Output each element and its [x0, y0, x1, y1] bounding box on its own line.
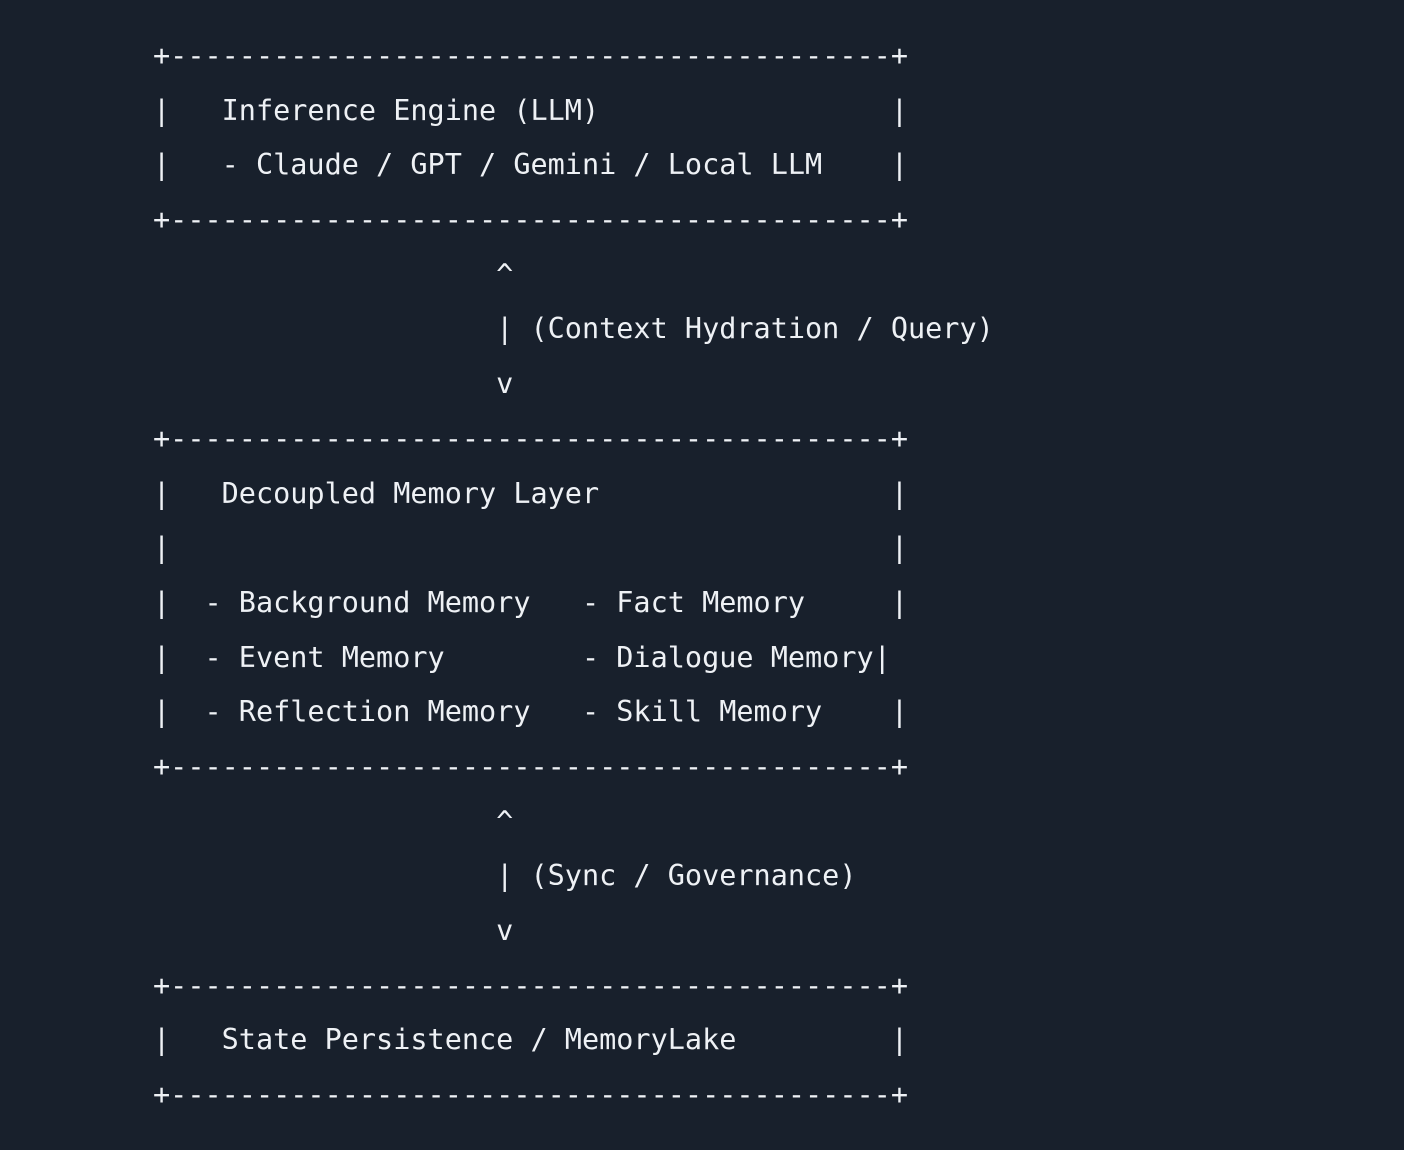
memory-layer-title: | Decoupled Memory Layer |	[153, 476, 908, 510]
memory-types-row-1: | - Background Memory - Fact Memory |	[153, 585, 908, 619]
arrow-down-head: v	[153, 914, 514, 947]
context-hydration-connector: | (Context Hydration / Query)	[153, 312, 994, 346]
box-bottom-border: +---------------------------------------…	[153, 749, 908, 783]
box-bottom-border: +---------------------------------------…	[153, 203, 908, 237]
box-bottom-border: +---------------------------------------…	[153, 1078, 908, 1112]
box-top-border: +---------------------------------------…	[153, 968, 908, 1002]
memory-layer-spacer: | |	[153, 531, 908, 565]
box-top-border: +---------------------------------------…	[153, 39, 908, 72]
inference-engine-models: | - Claude / GPT / Gemini / Local LLM |	[153, 148, 908, 182]
memory-types-row-2: | - Event Memory - Dialogue Memory|	[153, 640, 891, 674]
box-top-border: +---------------------------------------…	[153, 421, 908, 455]
arrow-up-head: ^	[153, 804, 514, 838]
inference-engine-title: | Inference Engine (LLM) |	[153, 93, 908, 127]
arrow-up-head: ^	[153, 257, 514, 291]
sync-governance-connector: | (Sync / Governance)	[153, 859, 857, 893]
state-persistence-title: | State Persistence / MemoryLake |	[153, 1023, 908, 1057]
architecture-diagram: +---------------------------------------…	[153, 29, 994, 1123]
memory-types-row-3: | - Reflection Memory - Skill Memory |	[153, 695, 908, 729]
arrow-down-head: v	[153, 367, 514, 401]
